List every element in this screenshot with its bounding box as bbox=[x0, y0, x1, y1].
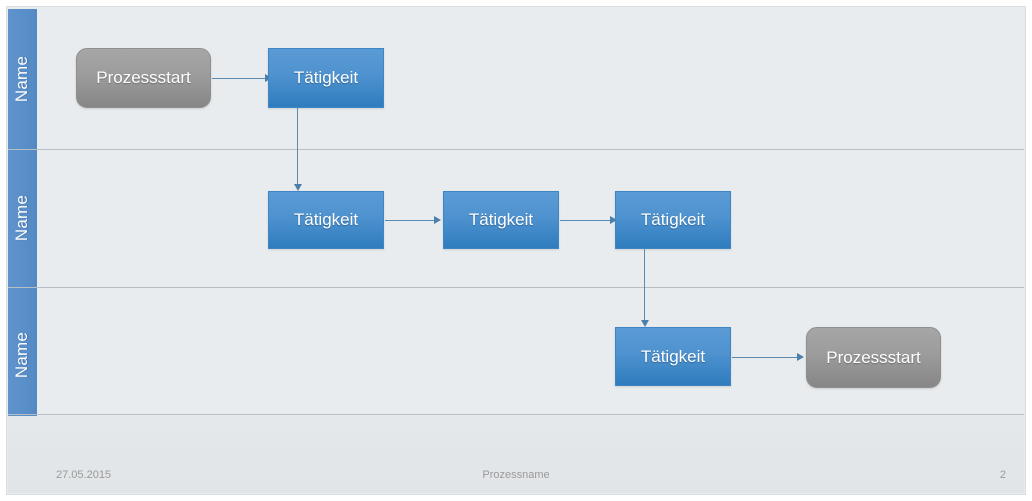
node-label: Tätigkeit bbox=[640, 210, 706, 229]
footer-date: 27.05.2015 bbox=[56, 469, 112, 481]
lane-header-3[interactable]: Name bbox=[8, 287, 37, 423]
lane-divider-1 bbox=[8, 149, 1024, 150]
swimlane-row-2[interactable]: Name Tätigkeit Tätigkeit Tätigkeit bbox=[8, 149, 1024, 287]
arrowhead-icon bbox=[294, 184, 302, 191]
connector-act5-to-end bbox=[732, 357, 797, 358]
arrowhead-icon bbox=[434, 216, 441, 224]
connector-act2-to-act3 bbox=[385, 220, 434, 221]
slide-footer: 27.05.2015 Prozessname 2 bbox=[8, 416, 1024, 493]
lane-header-2[interactable]: Name bbox=[8, 149, 37, 287]
swimlane-diagram: Name Prozessstart Tätigkeit Name bbox=[8, 9, 1024, 423]
node-taetigkeit-1[interactable]: Tätigkeit bbox=[268, 48, 384, 108]
node-label: Prozessstart bbox=[826, 347, 921, 367]
node-taetigkeit-4[interactable]: Tätigkeit bbox=[615, 191, 731, 249]
lane-body-1: Prozessstart Tätigkeit bbox=[37, 9, 1024, 149]
arrowhead-icon bbox=[797, 353, 804, 361]
lane-body-3: Tätigkeit Prozessstart bbox=[37, 287, 1024, 423]
node-label: Tätigkeit bbox=[468, 210, 534, 229]
connector-act3-to-act4 bbox=[560, 220, 610, 221]
arrowhead-icon bbox=[610, 216, 617, 224]
node-taetigkeit-5[interactable]: Tätigkeit bbox=[615, 327, 731, 386]
connector-act1-to-act2 bbox=[297, 108, 298, 184]
node-label: Prozessstart bbox=[96, 68, 191, 87]
footer-process-name: Prozessname bbox=[482, 469, 550, 481]
node-prozessstart-end[interactable]: Prozessstart bbox=[806, 327, 941, 388]
node-label: Tätigkeit bbox=[293, 210, 359, 229]
connector-start-to-act1 bbox=[212, 78, 265, 79]
lane-body-2: Tätigkeit Tätigkeit Tätigkeit bbox=[37, 149, 1024, 287]
connector-act4-to-act5 bbox=[644, 249, 645, 320]
swimlane-row-1[interactable]: Name Prozessstart Tätigkeit bbox=[8, 9, 1024, 149]
lane-divider-bottom bbox=[8, 414, 1024, 415]
lane-header-label-2: Name bbox=[12, 194, 32, 242]
node-taetigkeit-3[interactable]: Tätigkeit bbox=[443, 191, 559, 249]
arrowhead-icon bbox=[641, 320, 649, 327]
node-label: Tätigkeit bbox=[640, 346, 706, 366]
lane-divider-2 bbox=[8, 287, 1024, 288]
node-prozessstart-start[interactable]: Prozessstart bbox=[76, 48, 211, 108]
lane-header-1[interactable]: Name bbox=[8, 9, 37, 149]
node-taetigkeit-2[interactable]: Tätigkeit bbox=[268, 191, 384, 249]
footer-page-number: 2 bbox=[999, 469, 1006, 481]
lane-header-label-3: Name bbox=[12, 331, 32, 379]
swimlane-row-3[interactable]: Name Tätigkeit Prozessstart bbox=[8, 287, 1024, 423]
node-label: Tätigkeit bbox=[293, 68, 359, 87]
lane-header-label-1: Name bbox=[12, 55, 32, 103]
